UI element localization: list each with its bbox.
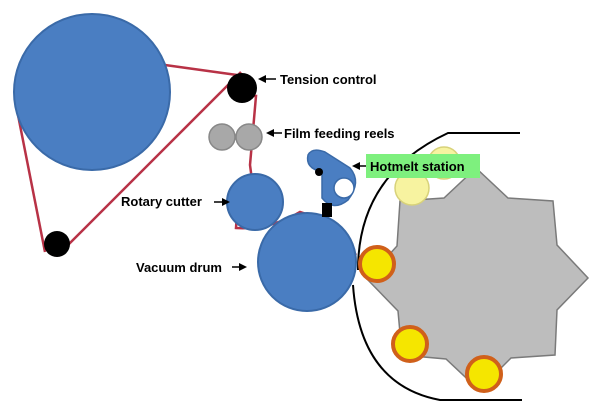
pad-yellow-3	[465, 355, 503, 393]
guide-arc-upper	[357, 132, 520, 271]
guide-arc-lower	[352, 284, 522, 401]
tension-control-label: Tension control	[280, 72, 377, 87]
film-feeding-reel-right	[235, 123, 263, 151]
hotmelt-station	[306, 149, 357, 217]
film-segment-left	[16, 114, 47, 253]
vacuum-drum	[257, 212, 357, 312]
film-feeding-reel-left	[208, 123, 236, 151]
film-unwind-roll	[13, 13, 171, 171]
tension-control-roller	[227, 73, 257, 103]
hotmelt-roller	[333, 177, 355, 199]
rotary-cutter-callout: Rotary cutter	[121, 194, 230, 209]
rotary-cutter-arrowhead	[222, 198, 230, 206]
vacuum-drum-callout: Vacuum drum	[136, 260, 247, 275]
film-segment-diagonal-lower	[56, 71, 242, 257]
tension-control-arrowhead	[258, 75, 266, 83]
tension-control-callout: Tension control	[258, 72, 377, 87]
vacuum-drum-arrowhead	[239, 263, 247, 271]
rotary-cutter-label: Rotary cutter	[121, 194, 202, 209]
film-feeding-reels-arrowhead	[266, 129, 274, 137]
pad-yellow-2	[391, 325, 429, 363]
pad-yellow-1	[358, 245, 396, 283]
idler-roller-bottom	[44, 231, 70, 257]
film-feeding-reels-label: Film feeding reels	[284, 126, 395, 141]
film-feeding-reels-callout: Film feeding reels	[266, 126, 395, 141]
hotmelt-nozzle-dot	[315, 168, 323, 176]
vacuum-drum-label: Vacuum drum	[136, 260, 222, 275]
rotary-cutter-roll	[226, 173, 284, 231]
hotmelt-station-label-bg	[366, 154, 480, 178]
hotmelt-station-callout: Hotmelt station	[352, 154, 480, 178]
film-segment-top	[164, 63, 238, 77]
hotmelt-station-arrowhead	[352, 162, 360, 170]
hotmelt-station-label: Hotmelt station	[370, 159, 465, 174]
hotmelt-mount	[322, 203, 332, 217]
